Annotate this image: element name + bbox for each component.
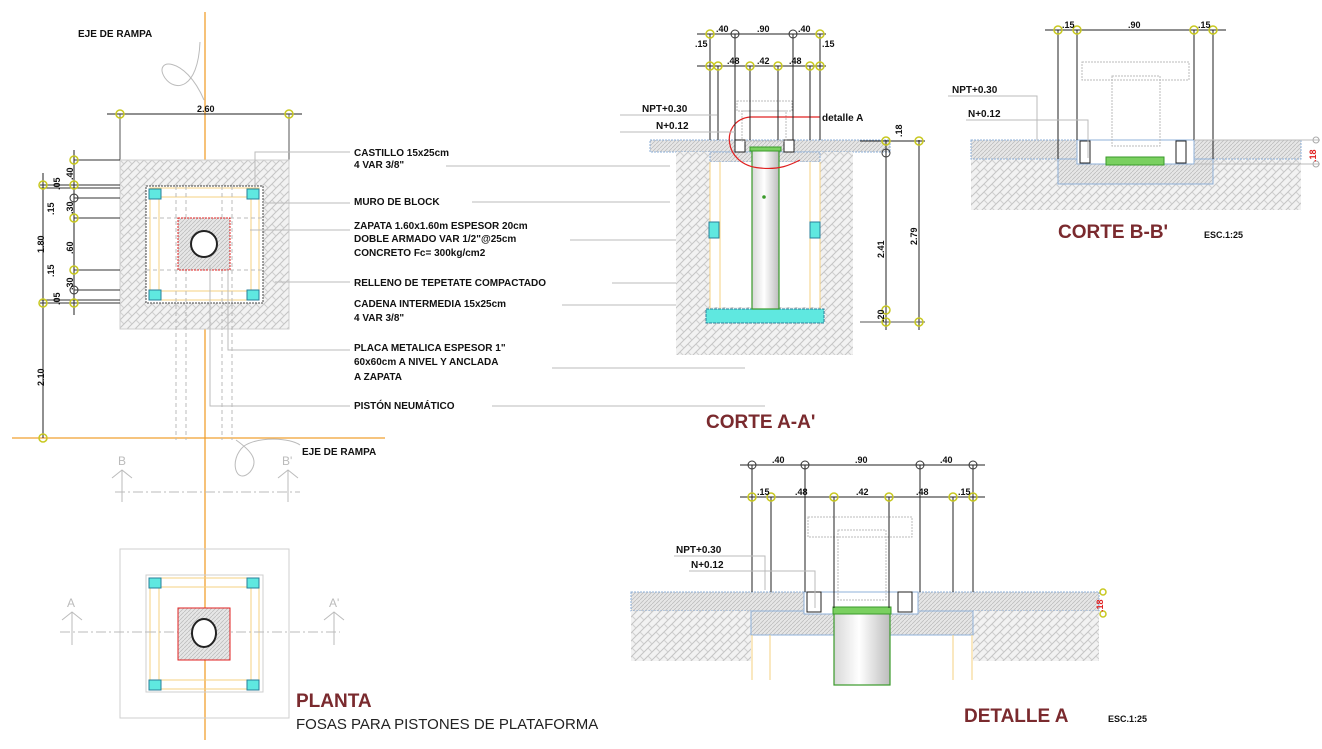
- detail-a-callout: [728, 116, 820, 170]
- section-mark-b-prime: B': [282, 454, 292, 468]
- castillo: [148, 577, 162, 589]
- bb-plate: [1105, 156, 1165, 166]
- castillo: [246, 289, 260, 301]
- detail-dim-second: .48: [795, 487, 808, 497]
- bb-dim-right: .18: [1308, 149, 1318, 162]
- aa-dim-inner-height: 2.41: [876, 240, 886, 258]
- detail-a-label: detalle A: [822, 113, 863, 124]
- note-cadena-1: CADENA INTERMEDIA 15x25cm: [354, 299, 506, 310]
- aa-dim-second: .15: [695, 39, 708, 49]
- section-mark-a: A: [67, 596, 75, 610]
- plan-dim-left-lower: 2.10: [36, 368, 46, 386]
- cadena-intermedia: [708, 221, 720, 239]
- aa-dim-base: .20: [876, 309, 886, 322]
- castillo: [148, 289, 162, 301]
- piston-aa: [751, 149, 780, 310]
- note-relleno: RELLENO DE TEPETATE COMPACTADO: [354, 278, 546, 289]
- bb-dim-top: .15: [1062, 20, 1075, 30]
- aa-dim-top: .90: [757, 24, 770, 34]
- aa-dim-slab: .18: [894, 124, 904, 137]
- plan-subtitle: FOSAS PARA PISTONES DE PLATAFORMA: [296, 716, 598, 733]
- section-bb-scale: ESC.1:25: [1204, 230, 1243, 240]
- plan-dim-left-total: 1.80: [36, 235, 46, 253]
- plan-dim-inner: .05: [52, 177, 62, 190]
- plan-dim-inner: .15: [46, 202, 56, 215]
- aa-dim-total-height: 2.79: [909, 227, 919, 245]
- aa-dim-top: .40: [798, 24, 811, 34]
- note-piston: PISTÓN NEUMÁTICO: [354, 399, 455, 412]
- aa-level-npt: NPT+0.30: [642, 104, 688, 115]
- detail-a-title: DETALLE A: [964, 706, 1069, 727]
- castillo: [246, 188, 260, 200]
- note-placa-3: A ZAPATA: [354, 372, 402, 383]
- bb-level-npt: NPT+0.30: [952, 85, 998, 96]
- axis-label-mid: EJE DE RAMPA: [302, 447, 376, 458]
- note-zapata-1: ZAPATA 1.60x1.60m ESPESOR 20cm: [354, 221, 528, 232]
- plan-dim-inner: .60: [65, 241, 75, 254]
- detail-a-scale: ESC.1:25: [1108, 714, 1147, 724]
- bb-level-n: N+0.12: [968, 109, 1001, 120]
- plan-title: PLANTA: [296, 691, 372, 712]
- aa-dim-top: .40: [716, 24, 729, 34]
- aa-dim-second: .48: [727, 56, 740, 66]
- aa-dim-second: .48: [789, 56, 802, 66]
- section-bb: .15 .90 .15 NPT+0.30 N+0.12 .18 CORTE B-…: [948, 20, 1320, 243]
- plan-dim-inner: .05: [52, 292, 62, 305]
- note-castillo-1: CASTILLO 15x25cm: [354, 148, 449, 159]
- plan-piston: [190, 230, 218, 258]
- notes: CASTILLO 15x25cm 4 VAR 3/8" MURO DE BLOC…: [354, 148, 765, 412]
- detail-dim-top: .90: [855, 455, 868, 465]
- plan-view: 2.60 EJE DE RAMPA: [12, 12, 598, 740]
- note-cadena-2: 4 VAR 3/8": [354, 313, 404, 324]
- axis-label-top: EJE DE RAMPA: [78, 29, 152, 40]
- aa-dim-second: .15: [822, 39, 835, 49]
- detail-a: .40 .90 .40 .15 .48 .42 .48 .15 NPT+0.30…: [630, 455, 1147, 727]
- note-zapata-2: DOBLE ARMADO VAR 1/2"@25cm: [354, 234, 516, 245]
- note-placa-2: 60x60cm A NIVEL Y ANCLADA: [354, 357, 499, 368]
- castillo: [246, 577, 260, 589]
- detail-dim-top: .40: [772, 455, 785, 465]
- cadena-intermedia: [809, 221, 821, 239]
- dim-node: [115, 109, 125, 119]
- detail-dim-second: .15: [757, 487, 770, 497]
- detail-dim-second: .15: [958, 487, 971, 497]
- section-aa: detalle A .40 .90 .40 .15 .48 .42 .48 .1…: [620, 24, 925, 433]
- detail-dim-right: .18: [1095, 599, 1105, 612]
- bb-dim-top: .15: [1198, 20, 1211, 30]
- castillo: [246, 679, 260, 691]
- aa-dim-second: .42: [757, 56, 770, 66]
- plan-dim-top: 2.60: [197, 104, 215, 114]
- plan-dim-inner: .30: [65, 201, 75, 214]
- zapata: [705, 308, 825, 324]
- note-muro: MURO DE BLOCK: [354, 197, 440, 208]
- plan-dim-inner: .15: [46, 264, 56, 277]
- plan-dim-inner: .40: [65, 167, 75, 180]
- detail-dim-top: .40: [940, 455, 953, 465]
- castillo: [148, 188, 162, 200]
- piston-detail: [833, 612, 891, 686]
- plan-pit-outer-lower: [119, 548, 290, 719]
- detail-level-npt: NPT+0.30: [676, 545, 722, 556]
- section-aa-title: CORTE A-A': [706, 412, 815, 433]
- dim-node: [284, 109, 294, 119]
- aa-level-n: N+0.12: [656, 121, 689, 132]
- castillo: [148, 679, 162, 691]
- section-mark-a-prime: A': [329, 596, 339, 610]
- note-zapata-3: CONCRETO Fc= 300kg/cm2: [354, 248, 486, 259]
- section-mark-b: B: [118, 454, 126, 468]
- plan-dim-inner: .30: [65, 277, 75, 290]
- detail-level-n: N+0.12: [691, 560, 724, 571]
- note-placa-1: PLACA METALICA ESPESOR 1": [354, 343, 506, 354]
- section-bb-title: CORTE B-B': [1058, 222, 1168, 243]
- bb-dim-top: .90: [1128, 20, 1141, 30]
- detail-dim-second: .42: [856, 487, 869, 497]
- detail-dim-second: .48: [916, 487, 929, 497]
- note-castillo-2: 4 VAR 3/8": [354, 160, 404, 171]
